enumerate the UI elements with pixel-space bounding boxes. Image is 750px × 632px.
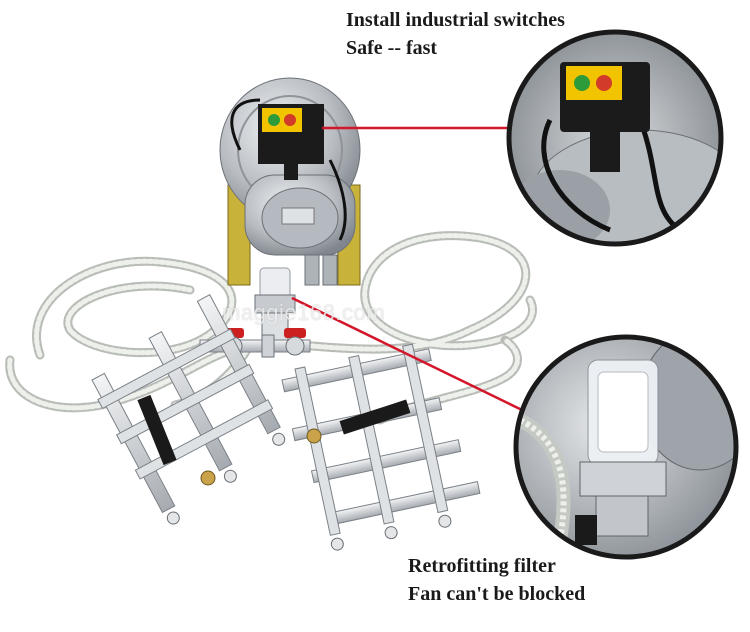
filter-caption-line2: Fan can't be blocked [408, 583, 586, 605]
filter-caption: Retrofitting filter Fan can't be blocked [408, 552, 585, 608]
switch-caption-line1: Install industrial switches [346, 9, 565, 31]
nozzle-bar-icon [91, 294, 481, 551]
switch-caption-line2: Safe -- fast [346, 37, 438, 59]
switch-box-icon [230, 98, 347, 241]
filter-zoom-inset [513, 334, 739, 560]
switch-caption: Install industrial switches Safe -- fast [346, 6, 565, 62]
callout-lines [291, 126, 523, 412]
filter-caption-line1: Retrofitting filter [408, 555, 556, 577]
watermark-text: maggie168.com [222, 300, 386, 325]
switch-zoom-inset [506, 29, 724, 247]
